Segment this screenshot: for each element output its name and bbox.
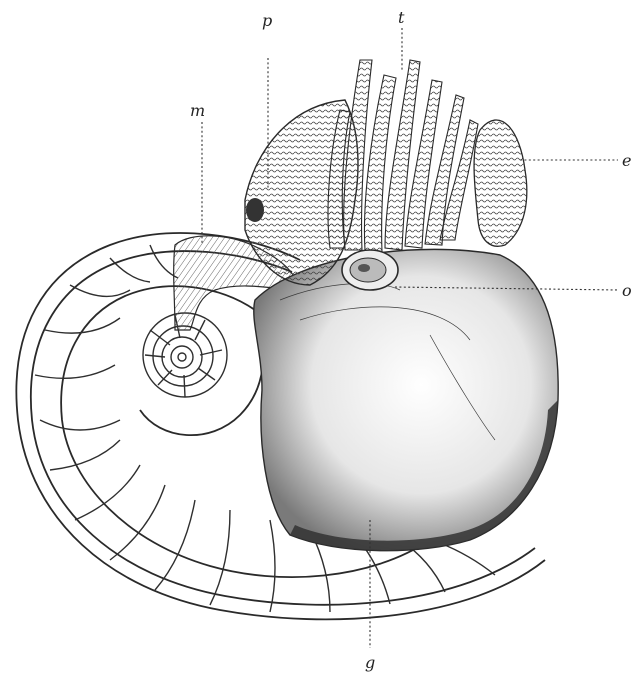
body-mantle [254,249,558,550]
label-m: m [190,101,205,120]
tentacles [328,60,478,252]
hood-lobe [474,120,527,246]
label-t: t [398,8,405,27]
eye [342,250,398,290]
label-g: g [365,653,375,672]
label-p: p [262,11,272,30]
label-e: e [622,151,631,170]
label-o: o [622,281,632,300]
